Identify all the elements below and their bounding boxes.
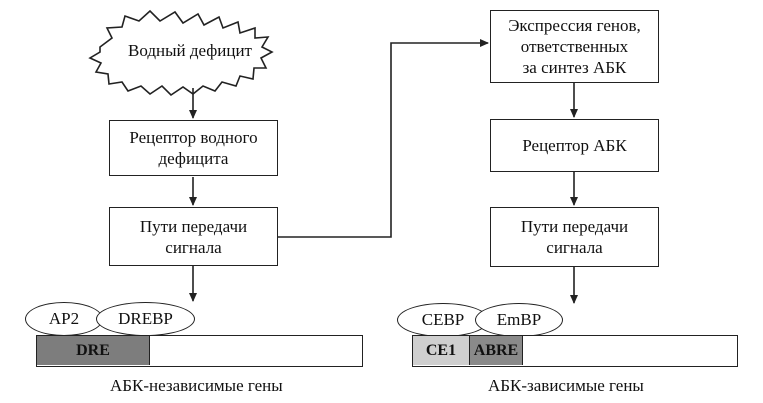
arrow-left-signal-to-expression [278,39,489,238]
tf-embp: EmBP [475,303,563,337]
ce1-element: CE1 [413,336,470,365]
signal-pathways-box-right: Пути передачи сигнала [490,207,659,267]
gene-bar-right: CE1 ABRE [412,335,738,367]
gene-expression-box: Экспрессия генов, ответственных за синте… [490,10,659,83]
signal-pathways-box-left: Пути передачи сигнала [109,207,278,266]
caption-right: АБК-зависимые гены [488,376,644,395]
dre-element: DRE [37,336,150,365]
aba-receptor-box: Рецептор АБК [490,119,659,172]
abre-element: ABRE [470,336,523,365]
water-deficit-label: Водный дефицит [127,41,252,60]
caption-left: АБК-независимые гены [110,376,283,395]
starburst-shape [88,9,274,97]
gene-bar-left: DRE [36,335,363,367]
water-deficit-receptor-box: Рецептор водного дефицита [109,120,278,176]
tf-ap2: AP2 [25,302,103,336]
tf-drebp: DREBP [96,302,195,336]
